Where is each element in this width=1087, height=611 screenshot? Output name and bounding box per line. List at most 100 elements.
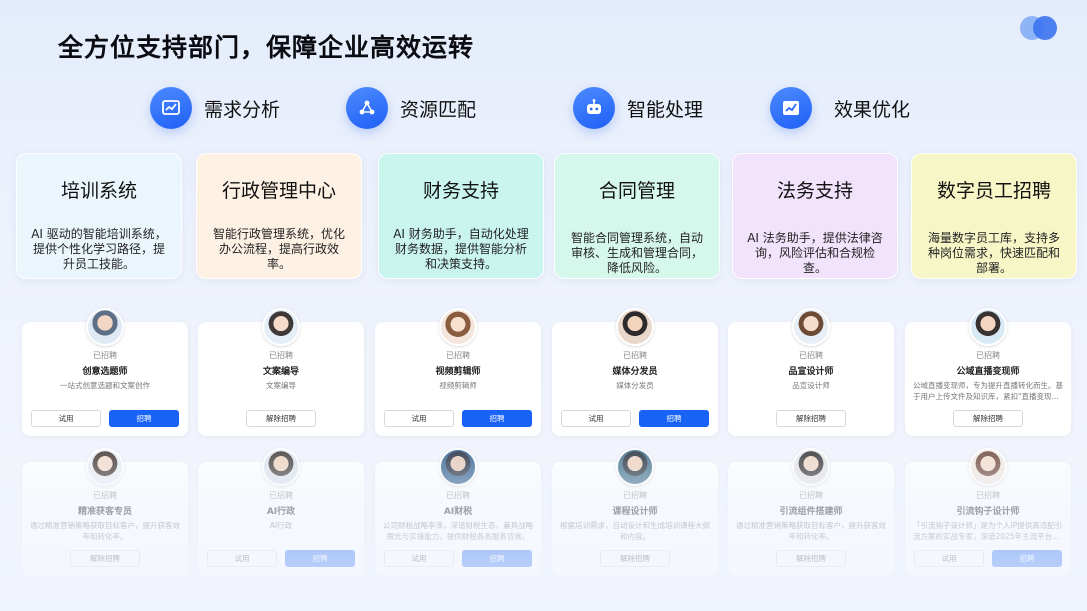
agent-name: 引流组件搭建师 [779,507,843,517]
status-label: 已招聘 [623,491,647,500]
category-card-legal[interactable]: 法务支持 AI 法务助手，提供法律咨询，风险评估和合规检查。 [732,153,898,279]
status-label: 已招聘 [93,351,117,360]
agent-name: AI行政 [266,507,296,517]
unhire-button[interactable]: 解除招聘 [776,550,846,567]
category-desc: AI 驱动的智能培训系统，提供个性化学习路径，提升员工技能。 [31,227,167,271]
agent-name: 品宣设计师 [788,367,834,377]
unhire-button[interactable]: 解除招聘 [70,550,140,567]
feature-smart-processing: 智能处理 [573,86,703,130]
category-card-finance[interactable]: 财务支持 AI 财务助手，自动化处理财务数据，提供智能分析和决策支持。 [378,153,544,279]
status-label: 已招聘 [446,351,470,360]
agent-desc: 公域直播变现师，专为提升直播转化而生。基于用户上传文件及知识库，紧扣"直播变现.… [913,381,1063,401]
agent-name: 公域直播变现师 [956,367,1020,377]
status-label: 已招聘 [93,491,117,500]
agent-desc: 「引流钩子设计师」是为个人IP提供高适配引流方案的实战专家，深谙2025年主流平… [913,521,1063,541]
try-button[interactable]: 试用 [914,550,984,567]
category-title: 合同管理 [598,180,675,202]
status-label: 已招聘 [269,491,293,500]
agent-name: 文案编导 [262,367,299,377]
category-desc: 智能合同管理系统，自动审核、生成和管理合同，降低风险。 [570,231,703,275]
status-label: 已招聘 [446,491,470,500]
category-card-recruitment[interactable]: 数字员工招聘 海量数字员工库，支持多种岗位需求，快速匹配和部署。 [911,153,1077,279]
chart-icon [150,87,192,129]
feature-resource-matching: 资源匹配 [346,86,476,130]
status-label: 已招聘 [623,351,647,360]
category-card-contract[interactable]: 合同管理 智能合同管理系统，自动审核、生成和管理合同，降低风险。 [554,153,720,279]
agent-desc: AI行政 [269,521,293,530]
hire-button[interactable]: 招聘 [462,550,532,567]
agent-desc: 文案编导 [266,381,296,390]
category-title: 行政管理中心 [221,180,336,202]
avatar [616,308,654,346]
hire-button[interactable]: 招聘 [285,550,355,567]
agent-name: 引流钩子设计师 [956,507,1020,517]
agent-desc: 通过精准营销策略获取目标客户，提升获客效率和转化率。 [736,521,886,541]
avatar [969,308,1007,346]
category-card-admin[interactable]: 行政管理中心 智能行政管理系统，优化办公流程，提高行政效率。 [196,153,362,279]
category-title: 数字员工招聘 [936,180,1051,202]
feature-label: 需求分析 [204,98,281,121]
avatar [616,448,654,486]
agent-name: 课程设计师 [612,507,658,517]
unhire-button[interactable]: 解除招聘 [953,410,1023,427]
agent-name: 媒体分发员 [612,367,658,377]
category-title: 培训系统 [60,180,137,202]
robot-icon [573,87,615,129]
avatar [262,448,300,486]
agent-desc: 视频剪辑师 [439,381,477,390]
hire-button[interactable]: 招聘 [639,410,709,427]
trend-icon [770,87,812,129]
avatar [262,308,300,346]
avatar [792,308,830,346]
feature-label: 资源匹配 [400,98,477,121]
avatar [792,448,830,486]
agent-desc: 品宣设计师 [792,381,830,390]
category-title: 法务支持 [776,180,853,202]
agent-desc: 媒体分发员 [616,381,654,390]
category-title: 财务支持 [422,180,499,202]
agent-name: 创意选题师 [82,367,128,377]
try-button[interactable]: 试用 [561,410,631,427]
category-desc: 海量数字员工库，支持多种岗位需求，快速匹配和部署。 [927,231,1060,275]
unhire-button[interactable]: 解除招聘 [600,550,670,567]
feature-effect-optimization: 效果优化 [770,86,910,130]
agent-name: 视频剪辑师 [435,367,481,377]
status-label: 已招聘 [799,351,823,360]
try-button[interactable]: 试用 [384,550,454,567]
category-desc: AI 财务助手，自动化处理财务数据，提供智能分析和决策支持。 [393,227,529,271]
avatar [86,448,124,486]
page-title: 全方位支持部门，保障企业高效运转 [58,33,475,62]
try-button[interactable]: 试用 [207,550,277,567]
category-desc: 智能行政管理系统，优化办公流程，提高行政效率。 [212,227,345,271]
status-label: 已招聘 [799,491,823,500]
status-label: 已招聘 [269,351,293,360]
agent-name: AI财税 [443,507,473,517]
avatar [969,448,1007,486]
network-icon [346,87,388,129]
avatar [439,448,477,486]
agent-card[interactable]: 已招聘 创意选题师 一站式创意选题和文案创作 试用 招聘 [22,322,188,436]
unhire-button[interactable]: 解除招聘 [246,410,316,427]
agent-desc: 通过精准营销策略获取目标客户，提升获客效率和转化率。 [30,521,180,541]
try-button[interactable]: 试用 [31,410,101,427]
status-label: 已招聘 [976,491,1000,500]
avatar [86,308,124,346]
feature-label: 智能处理 [627,98,704,121]
hire-button[interactable]: 招聘 [109,410,179,427]
agent-desc: 根据培训需求，自动设计和生成培训课程大纲和内容。 [560,521,710,541]
feature-row: 需求分析 资源匹配 智能处理 效果优化 [0,86,1087,130]
category-card-training[interactable]: 培训系统 AI 驱动的智能培训系统，提供个性化学习路径，提升员工技能。 [16,153,182,279]
feature-label: 效果优化 [834,98,911,121]
try-button[interactable]: 试用 [384,410,454,427]
status-label: 已招聘 [976,351,1000,360]
category-desc: AI 法务助手，提供法律咨询，风险评估和合规检查。 [747,231,883,275]
hire-button[interactable]: 招聘 [462,410,532,427]
brand-logo [1020,16,1060,40]
agent-desc: 公司财税战略李泽，深谙财税生态，兼具战略眼光与实操能力，提供财税务务服务咨询。 [383,521,533,541]
unhire-button[interactable]: 解除招聘 [776,410,846,427]
agent-desc: 一站式创意选题和文案创作 [60,381,150,390]
agent-name: 精准获客专员 [77,507,132,517]
hire-button[interactable]: 招聘 [992,550,1062,567]
feature-demand-analysis: 需求分析 [150,86,280,130]
avatar [439,308,477,346]
